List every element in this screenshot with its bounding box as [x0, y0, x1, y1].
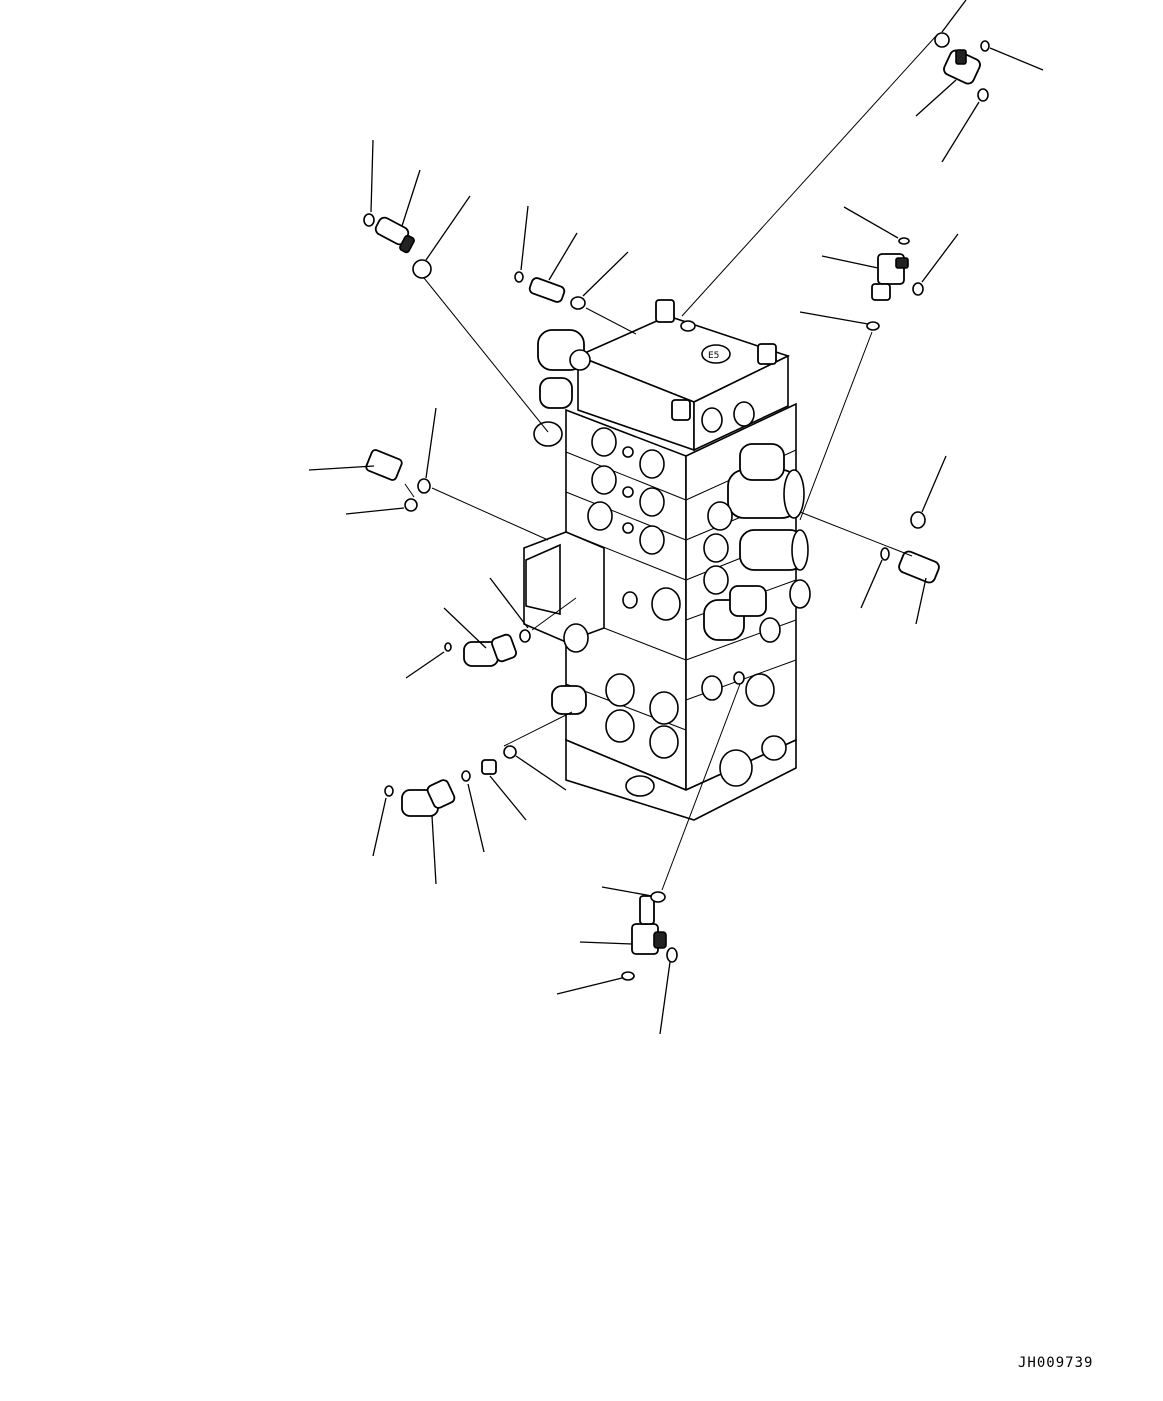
fitting-lower-plug — [481, 759, 497, 775]
fitting-right-adapter — [898, 550, 940, 584]
fitting-lower-left-elbow — [401, 779, 456, 817]
body-marking: E5 — [708, 351, 719, 361]
o-rings — [363, 32, 990, 981]
fitting-upper-right-tee — [871, 253, 909, 301]
fitting-upper-center-union — [528, 277, 566, 303]
control-valve-body: E5 — [523, 299, 811, 821]
fitting-middle-left-elbow — [463, 633, 517, 667]
fitting-left-adapter — [365, 449, 403, 481]
fitting-upper-left-elbow — [374, 216, 415, 254]
fitting-top-right-swivel — [943, 49, 981, 85]
leader-lines — [308, 0, 1044, 1035]
fitting-bottom-tee — [631, 895, 667, 955]
drawing-code: JH009739 — [1018, 1355, 1094, 1371]
